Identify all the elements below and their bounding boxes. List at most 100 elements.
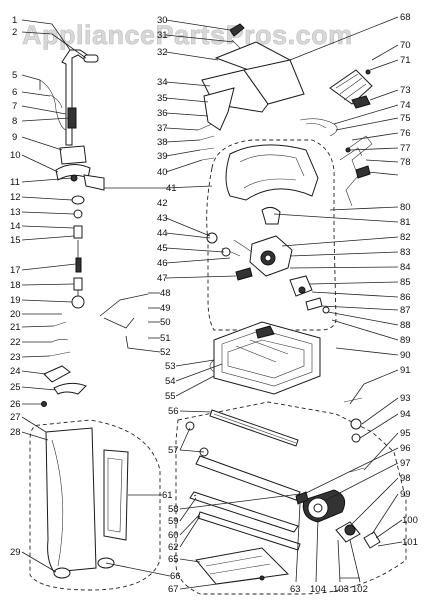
callout-29: 29 bbox=[10, 547, 21, 558]
callout-91: 91 bbox=[400, 365, 411, 376]
callout-42: 42 bbox=[157, 198, 168, 209]
callout-65: 65 bbox=[168, 554, 179, 565]
callout-46: 46 bbox=[157, 258, 168, 269]
callout-56: 56 bbox=[168, 406, 179, 417]
callout-58: 58 bbox=[168, 504, 179, 515]
callout-62: 62 bbox=[168, 542, 179, 553]
callout-75: 75 bbox=[400, 113, 411, 124]
base-assembly bbox=[209, 321, 321, 395]
callout-85: 85 bbox=[400, 277, 411, 288]
callout-93: 93 bbox=[400, 393, 411, 404]
callout-87: 87 bbox=[400, 305, 411, 316]
handle-grip bbox=[83, 54, 99, 63]
callout-99: 99 bbox=[400, 489, 411, 500]
dust-bag bbox=[29, 419, 161, 591]
callout-74: 74 bbox=[400, 100, 411, 111]
callout-28: 28 bbox=[10, 427, 21, 438]
motor-housing bbox=[206, 139, 337, 331]
callout-55: 55 bbox=[165, 391, 176, 402]
callout-81: 81 bbox=[400, 217, 411, 228]
callout-67: 67 bbox=[168, 584, 179, 595]
callout-53: 53 bbox=[165, 361, 176, 372]
drive-assembly bbox=[295, 397, 381, 549]
filter-assembly bbox=[299, 69, 373, 207]
callout-57: 57 bbox=[168, 445, 179, 456]
callout-50: 50 bbox=[160, 317, 171, 328]
callout-63: 63 bbox=[290, 584, 301, 595]
callout-8: 8 bbox=[12, 116, 17, 127]
callout-98: 98 bbox=[400, 473, 411, 484]
callout-40: 40 bbox=[157, 167, 168, 178]
callout-30: 30 bbox=[157, 15, 168, 26]
brush-assembly bbox=[175, 401, 407, 595]
leader-lines-left bbox=[21, 19, 171, 577]
callout-70: 70 bbox=[400, 40, 411, 51]
callout-27: 27 bbox=[10, 412, 21, 423]
callout-88: 88 bbox=[400, 320, 411, 331]
callout-61: 61 bbox=[162, 490, 173, 501]
callout-54: 54 bbox=[165, 376, 176, 387]
callout-23: 23 bbox=[10, 352, 21, 363]
handle-assembly bbox=[39, 49, 105, 407]
callout-86: 86 bbox=[400, 292, 411, 303]
callout-83: 83 bbox=[400, 247, 411, 258]
callout-49: 49 bbox=[160, 303, 171, 314]
callout-numbers: 1 2 5 6 7 8 9 10 11 12 13 14 15 17 18 19… bbox=[10, 12, 418, 595]
callout-68: 68 bbox=[400, 12, 411, 23]
callout-10: 10 bbox=[10, 150, 21, 161]
callout-102: 102 bbox=[352, 584, 368, 595]
callout-14: 14 bbox=[10, 221, 21, 232]
callout-36: 36 bbox=[157, 108, 168, 119]
callout-24: 24 bbox=[10, 366, 21, 377]
callout-5: 5 bbox=[12, 70, 17, 81]
callout-82: 82 bbox=[400, 232, 411, 243]
callout-20: 20 bbox=[10, 309, 21, 320]
callout-60: 60 bbox=[168, 530, 179, 541]
callout-15: 15 bbox=[10, 235, 21, 246]
callout-90: 90 bbox=[400, 350, 411, 361]
callout-94: 94 bbox=[400, 409, 411, 420]
callout-80: 80 bbox=[400, 202, 411, 213]
callout-43: 43 bbox=[157, 213, 168, 224]
callout-103: 103 bbox=[333, 584, 349, 595]
callout-101: 101 bbox=[402, 537, 418, 548]
switch-housing bbox=[59, 145, 87, 165]
callout-38: 38 bbox=[157, 137, 168, 148]
callout-45: 45 bbox=[157, 243, 168, 254]
watermark: AppliancePartsPros.com bbox=[22, 20, 353, 50]
callout-59: 59 bbox=[168, 516, 179, 527]
callout-96: 96 bbox=[400, 443, 411, 454]
callout-51: 51 bbox=[160, 333, 171, 344]
callout-71: 71 bbox=[400, 55, 411, 66]
callout-104: 104 bbox=[310, 584, 326, 595]
callout-1: 1 bbox=[12, 15, 17, 26]
callout-6: 6 bbox=[12, 87, 17, 98]
callout-34: 34 bbox=[157, 77, 168, 88]
callout-13: 13 bbox=[10, 207, 21, 218]
callout-95: 95 bbox=[400, 428, 411, 439]
leader-lines-right bbox=[273, 16, 403, 583]
callout-26: 26 bbox=[10, 399, 21, 410]
callout-25: 25 bbox=[10, 382, 21, 393]
callout-31: 31 bbox=[157, 30, 168, 41]
callout-78: 78 bbox=[400, 157, 411, 168]
callout-48: 48 bbox=[160, 288, 171, 299]
callout-52: 52 bbox=[160, 347, 171, 358]
callout-76: 76 bbox=[400, 128, 411, 139]
callout-21: 21 bbox=[10, 322, 21, 333]
callout-22: 22 bbox=[10, 337, 21, 348]
callout-77: 77 bbox=[400, 143, 411, 154]
callout-2: 2 bbox=[12, 27, 17, 38]
callout-66: 66 bbox=[170, 571, 181, 582]
callout-32: 32 bbox=[157, 47, 168, 58]
callout-17: 17 bbox=[10, 265, 21, 276]
callout-11: 11 bbox=[10, 177, 20, 188]
callout-84: 84 bbox=[400, 262, 411, 273]
hood-assembly bbox=[197, 23, 305, 161]
callout-89: 89 bbox=[400, 335, 411, 346]
callout-41: 41 bbox=[166, 183, 177, 194]
callout-39: 39 bbox=[157, 151, 168, 162]
callout-35: 35 bbox=[157, 93, 168, 104]
